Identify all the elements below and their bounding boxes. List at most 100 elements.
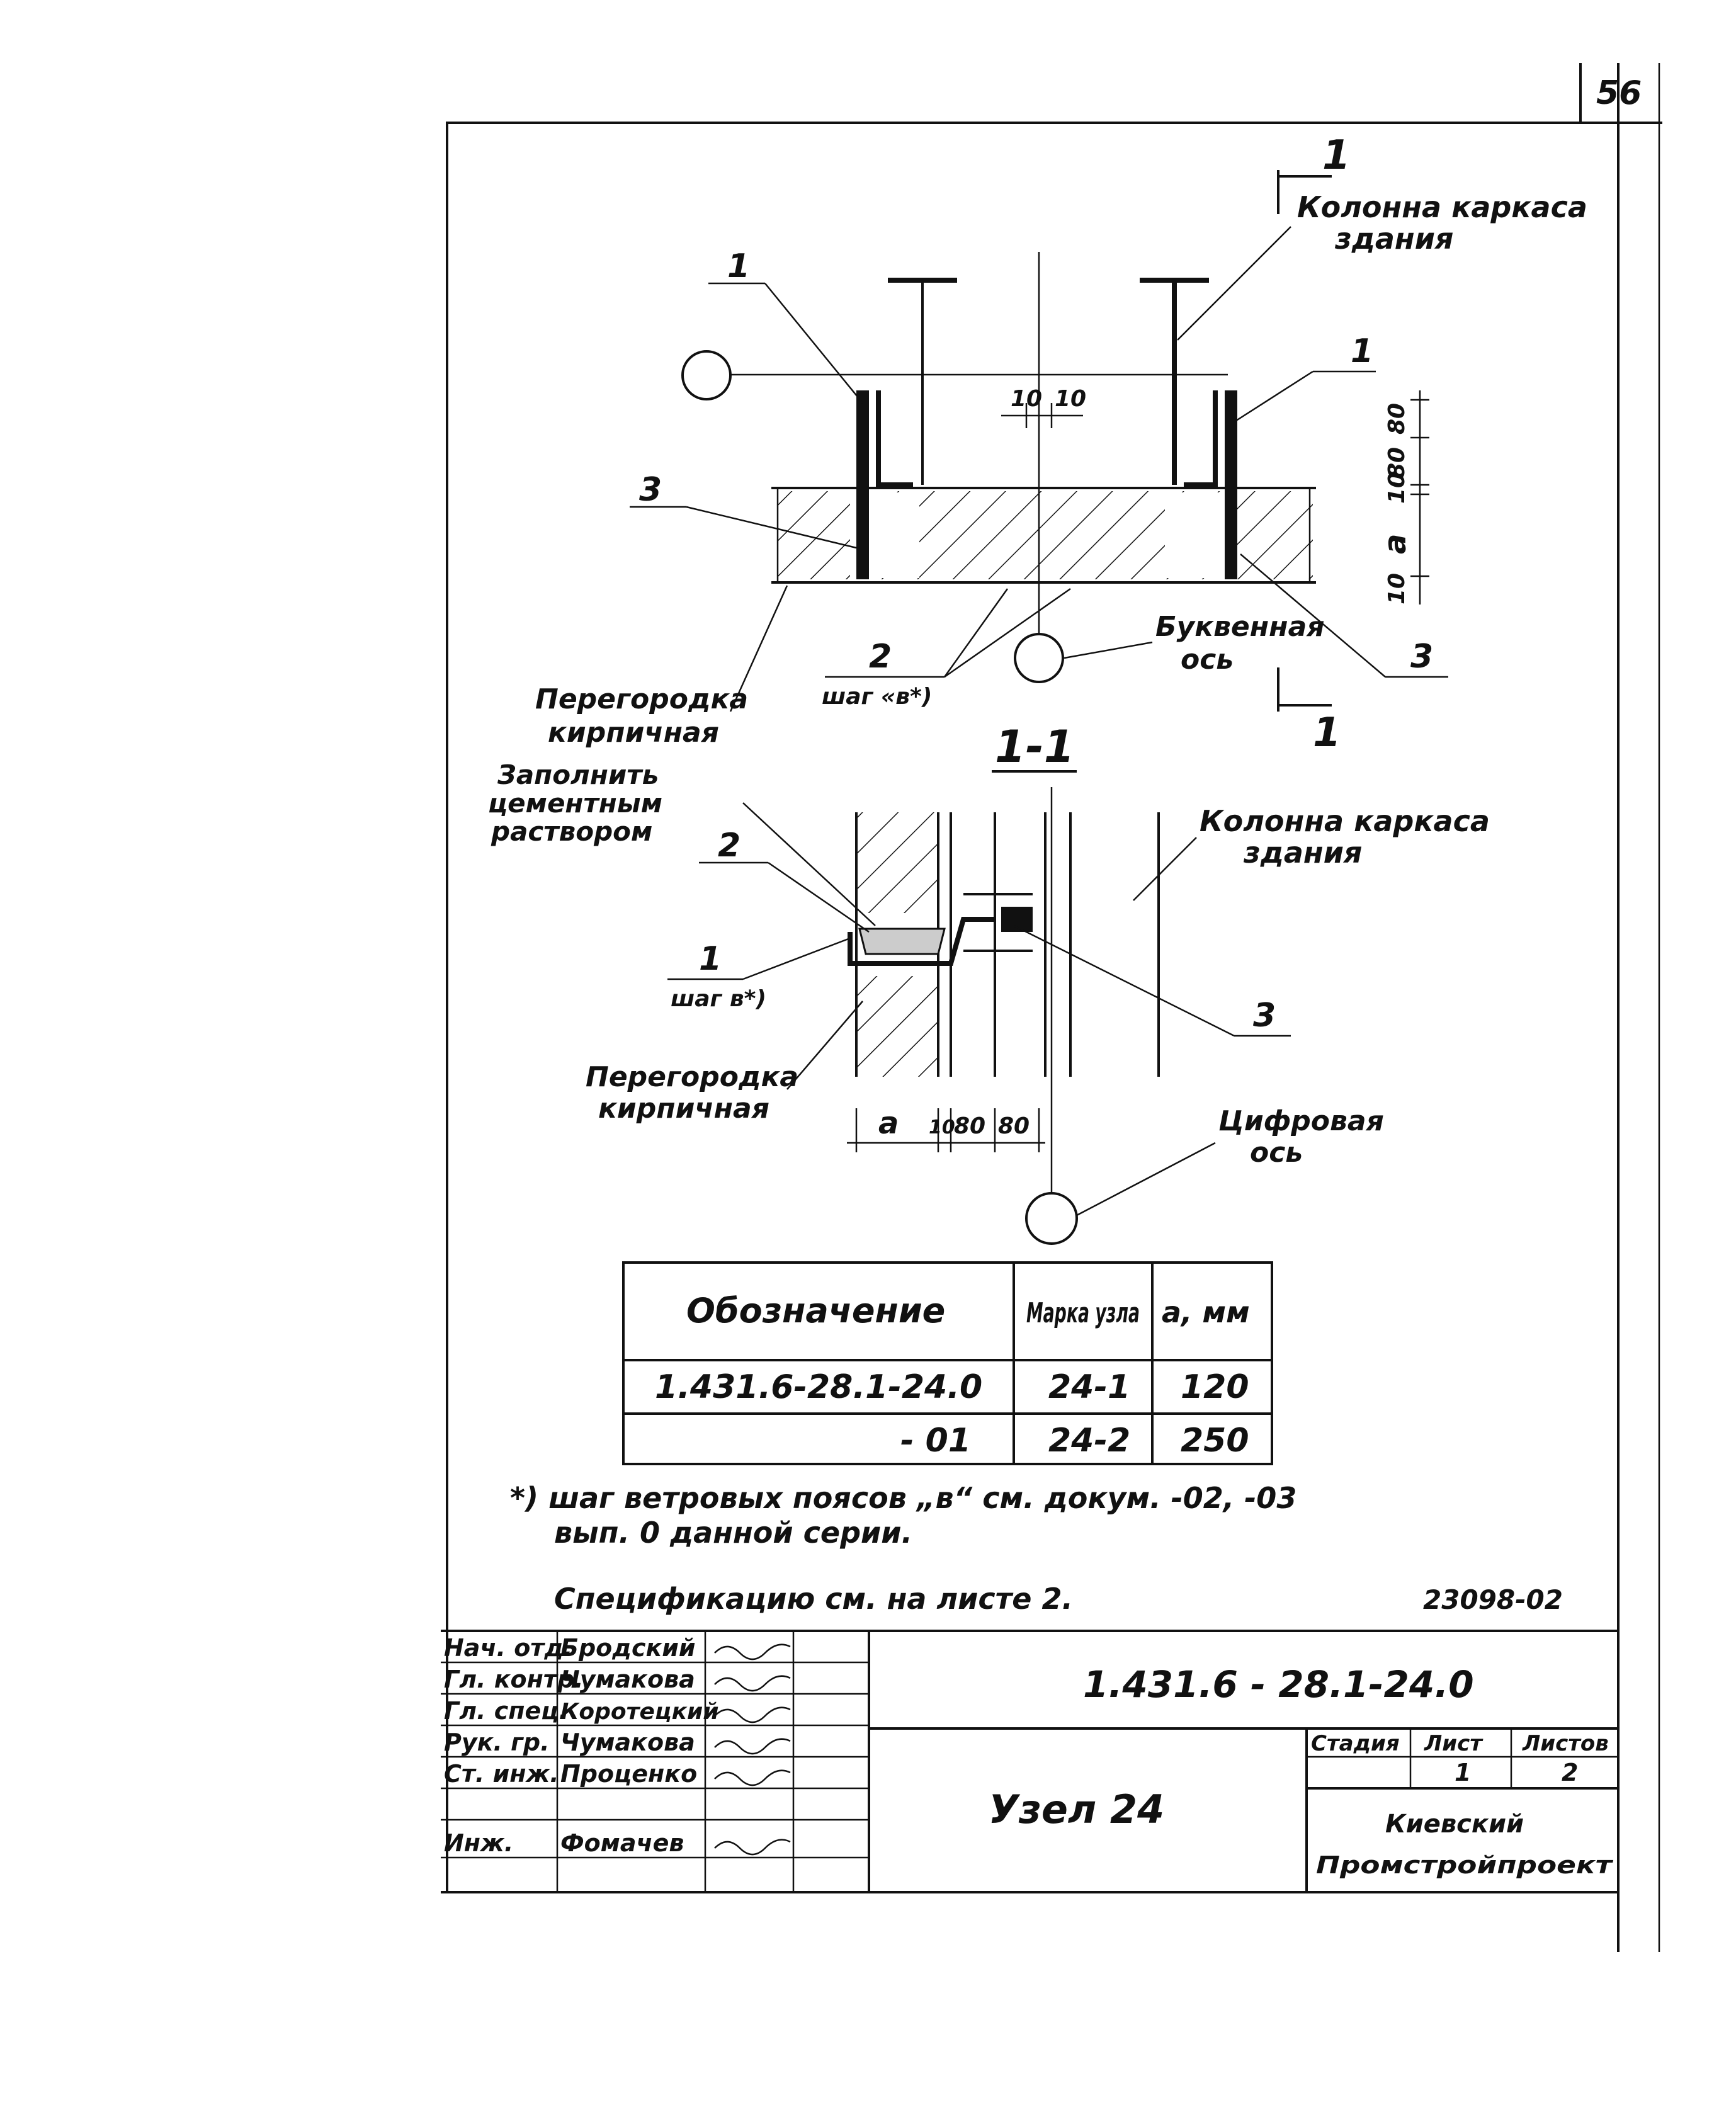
svg-text:a: a	[878, 1106, 899, 1141]
person-name: Бродский	[560, 1634, 696, 1662]
role-label: Гл. контр.	[444, 1666, 584, 1693]
section-mark-bottom: 1	[1277, 667, 1341, 756]
plan-callout-1-right: 1	[1234, 332, 1376, 423]
svg-text:цементным: цементным	[488, 788, 662, 819]
svg-text:здания: здания	[1334, 222, 1453, 256]
section-grout	[858, 928, 946, 955]
section-mark-top: 1	[1277, 132, 1351, 214]
table-header-a: a, мм	[1162, 1295, 1250, 1329]
section-title: 1-1	[995, 721, 1074, 773]
section-callout-2: 2	[699, 827, 870, 933]
svg-text:шаг в*): шаг в*)	[671, 986, 766, 1012]
plan-axis-bubble-left	[681, 350, 732, 400]
svg-text:Заполнить: Заполнить	[497, 759, 659, 790]
svg-text:Перегородка: Перегородка	[586, 1061, 798, 1093]
title-block-names: Бродский Чумакова Коротецкий Чумакова Пр…	[560, 1634, 719, 1857]
svg-text:3: 3	[639, 471, 662, 509]
plan-column-label: Колонна каркаса здания	[1177, 190, 1587, 341]
role-label: Гл. спец.	[444, 1697, 568, 1725]
table-cell: - 01	[900, 1422, 971, 1460]
footnote-line-2: вып. 0 данной серии.	[554, 1516, 912, 1550]
section-dimensions: a 10 80 80	[847, 1106, 1045, 1152]
svg-text:a: a	[1378, 534, 1413, 554]
svg-text:раствором: раствором	[491, 816, 652, 847]
marking-table: Обозначение Марка узла a, мм 1.431.6-28.…	[622, 1261, 1273, 1465]
signature-mark	[714, 1643, 791, 1660]
title-block	[441, 1630, 1618, 1893]
title-block-roles: Нач. отд. Гл. контр. Гл. спец. Рук. гр. …	[444, 1634, 584, 1857]
svg-text:Колонна каркаса: Колонна каркаса	[1297, 190, 1587, 224]
svg-text:1: 1	[727, 247, 750, 285]
title-designation: 1.431.6 - 28.1-24.0	[1083, 1663, 1474, 1706]
plan-callout-2: 2 шаг «в*)	[822, 587, 1071, 710]
table-header-designation: Обозначение	[686, 1291, 945, 1331]
footnote-line-1: *) шаг ветровых поясов „в“ см. докум. -0…	[510, 1481, 1296, 1515]
plan-dimensions: 10 10 80 80 10 a 10	[1001, 386, 1429, 604]
role-label: Инж.	[444, 1829, 513, 1857]
svg-text:80: 80	[1384, 403, 1410, 434]
plan-angle-right	[1225, 390, 1237, 579]
table-cell: 1.431.6-28.1-24.0	[655, 1368, 982, 1406]
org-line-1: Киевский	[1385, 1810, 1524, 1839]
svg-text:Колонна каркаса: Колонна каркаса	[1200, 804, 1490, 838]
signatures	[714, 1643, 791, 1856]
svg-text:1: 1	[699, 940, 722, 978]
org-line-2: Промстройпроект	[1316, 1851, 1613, 1879]
signature-mark	[714, 1706, 791, 1723]
svg-text:2: 2	[718, 827, 740, 865]
svg-text:10: 10	[1384, 472, 1410, 504]
svg-text:Буквенная: Буквенная	[1155, 611, 1325, 643]
plan-callout-3-left: 3	[630, 471, 857, 549]
role-label: Нач. отд.	[444, 1634, 572, 1662]
role-label: Ст. инж.	[444, 1760, 559, 1788]
table-header-mark: Марка узла	[1026, 1297, 1140, 1329]
section-callout-3: 3	[1013, 924, 1291, 1037]
archive-number: 23098-02	[1423, 1584, 1563, 1615]
plan-angle-left	[856, 390, 869, 579]
signature-mark	[714, 1675, 791, 1692]
plan-callout-1-left: 1	[708, 247, 863, 404]
sheet-value: 1	[1455, 1759, 1471, 1786]
svg-text:кирпичная: кирпичная	[548, 717, 719, 749]
svg-text:Цифровая: Цифровая	[1218, 1105, 1384, 1137]
svg-text:1: 1	[1322, 132, 1351, 179]
svg-text:кирпичная: кирпичная	[598, 1093, 769, 1125]
plan-partition-label: Перегородка кирпичная	[535, 585, 788, 749]
stage-header: Стадия	[1311, 1731, 1400, 1756]
plan-axis-bubble-bottom	[1014, 633, 1064, 683]
svg-text:Перегородка: Перегородка	[535, 683, 748, 715]
person-name: Чумакова	[560, 1666, 695, 1693]
person-name: Чумакова	[560, 1728, 695, 1756]
table-cell: 24-1	[1048, 1368, 1130, 1406]
person-name: Проценко	[560, 1760, 697, 1788]
title-node: Узел 24	[989, 1786, 1164, 1832]
section-column-label: Колонна каркаса здания	[1133, 804, 1490, 901]
svg-text:здания: здания	[1243, 836, 1362, 870]
sheets-header: Листов	[1522, 1731, 1609, 1756]
plan-callout-3-right: 3	[1240, 553, 1448, 678]
plan-view	[681, 252, 1316, 683]
svg-text:80: 80	[998, 1113, 1030, 1139]
section-plate	[1001, 907, 1033, 932]
svg-text:80: 80	[1384, 447, 1410, 479]
svg-text:1: 1	[1351, 332, 1373, 370]
section-partition-label: Перегородка кирпичная	[586, 1001, 863, 1125]
spec-note: Спецификацию см. на листе 2.	[554, 1582, 1073, 1616]
section-digit-axis-label: Цифровая ось	[1076, 1105, 1384, 1217]
section-anchor	[848, 917, 995, 966]
svg-text:шаг «в*): шаг «в*)	[822, 684, 932, 710]
svg-text:3: 3	[1410, 638, 1433, 676]
person-name: Коротецкий	[560, 1699, 719, 1725]
section-view	[848, 787, 1160, 1245]
svg-text:1: 1	[1313, 710, 1341, 756]
signature-mark	[714, 1839, 791, 1856]
signature-mark	[714, 1769, 791, 1786]
svg-text:80: 80	[954, 1113, 985, 1139]
role-label: Рук. гр.	[444, 1728, 550, 1756]
section-callout-1: 1 шаг в*)	[667, 937, 851, 1012]
section-axis-bubble	[1025, 1192, 1078, 1245]
sheets-value: 2	[1562, 1759, 1578, 1786]
signature-mark	[714, 1738, 791, 1755]
sheet-header: Лист	[1424, 1731, 1484, 1756]
